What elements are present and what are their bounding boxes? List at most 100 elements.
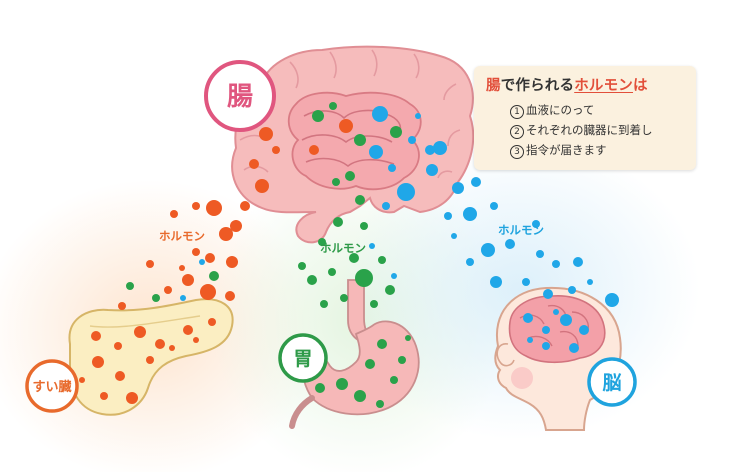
orange-hormone-dot [255, 179, 269, 193]
green-hormone-dot [354, 134, 366, 146]
orange-hormone-dot [219, 227, 233, 241]
orange-hormone-dot [193, 337, 199, 343]
green-hormone-dot [355, 195, 365, 205]
hormone-label-right: ホルモン [498, 223, 544, 237]
orange-hormone-dot [205, 253, 215, 263]
blue-hormone-dot [542, 342, 550, 350]
blue-hormone-dot [527, 337, 533, 343]
orange-hormone-dot [164, 286, 172, 294]
brain-label-text: 脳 [601, 372, 621, 394]
orange-hormone-dot [169, 345, 175, 351]
blue-hormone-dot [553, 309, 559, 315]
blue-hormone-dot [505, 239, 515, 249]
blue-hormone-dot [388, 164, 396, 172]
green-hormone-dot [370, 300, 378, 308]
green-hormone-dot [405, 335, 411, 341]
green-hormone-dot [365, 359, 375, 369]
blue-hormone-dot [490, 276, 502, 288]
ear [496, 343, 515, 367]
intestine-label-text: 腸 [227, 82, 253, 112]
blue-hormone-dot [543, 289, 553, 299]
blue-hormone-dot [397, 183, 415, 201]
blue-hormone-dot [560, 314, 572, 326]
pancreas-label-text: すい臓 [32, 379, 71, 395]
orange-hormone-dot [91, 331, 101, 341]
blue-hormone-dot [542, 326, 550, 334]
green-hormone-dot [328, 268, 336, 276]
green-hormone-dot [312, 110, 324, 122]
blue-hormone-dot [451, 233, 457, 239]
green-hormone-dot [360, 222, 368, 230]
blue-hormone-dot [433, 141, 447, 155]
note-title: 腸で作られるホルモンは [486, 74, 686, 95]
green-hormone-dot [318, 238, 326, 246]
hormone-label-left: ホルモン [159, 229, 205, 243]
green-hormone-dot [340, 294, 348, 302]
blue-hormone-dot [523, 313, 533, 323]
orange-hormone-dot [249, 159, 259, 169]
blue-hormone-dot [579, 325, 589, 335]
green-hormone-dot [390, 126, 402, 138]
green-hormone-dot [315, 383, 325, 393]
brain-label: 脳 [587, 357, 637, 407]
green-hormone-dot [376, 400, 384, 408]
stomach [301, 320, 420, 416]
blue-hormone-dot [568, 286, 576, 294]
green-hormone-dot [307, 275, 317, 285]
blue-hormone-dot [569, 343, 579, 353]
pancreas-label: すい臓 [25, 359, 79, 413]
orange-hormone-dot [126, 392, 138, 404]
green-hormone-dot [355, 269, 373, 287]
green-hormone-dot [320, 300, 328, 308]
blue-hormone-dot [466, 258, 474, 266]
orange-hormone-dot [100, 392, 108, 400]
orange-hormone-dot [183, 325, 193, 335]
orange-hormone-dot [240, 201, 250, 211]
orange-hormone-dot [259, 127, 273, 141]
blue-hormone-dot [605, 293, 619, 307]
orange-hormone-dot [118, 302, 126, 310]
orange-hormone-dot [226, 256, 238, 268]
hormone-label-middle: ホルモン [320, 241, 366, 255]
head-illustration [494, 286, 622, 431]
green-hormone-dot [377, 339, 387, 349]
blue-hormone-dot [587, 279, 593, 285]
orange-hormone-dot [134, 326, 146, 338]
blue-hormone-dot [425, 145, 435, 155]
blue-hormone-dot [573, 257, 583, 267]
green-hormone-dot [398, 356, 406, 364]
orange-hormone-dot [225, 291, 235, 301]
stomach-label: 胃 [278, 333, 328, 383]
blue-hormone-dot [391, 273, 397, 279]
orange-hormone-dot [146, 356, 154, 364]
orange-hormone-dot [206, 200, 222, 216]
circled-number: 2 [510, 125, 524, 139]
blue-hormone-dot [372, 106, 388, 122]
green-hormone-dot [298, 262, 306, 270]
blue-hormone-dot [536, 250, 544, 258]
orange-hormone-dot [272, 146, 280, 154]
blue-hormone-dot [408, 136, 416, 144]
blue-hormone-dot [522, 278, 530, 286]
orange-hormone-dot [200, 284, 216, 300]
green-hormone-dot [126, 282, 134, 290]
blue-hormone-dot [452, 182, 464, 194]
circled-number: 1 [510, 105, 524, 119]
note-title-part3: ホルモン [574, 78, 634, 94]
orange-hormone-dot [79, 377, 85, 383]
orange-hormone-dot [339, 119, 353, 133]
blue-hormone-dot [471, 177, 481, 187]
orange-hormone-dot [114, 342, 122, 350]
note-title-part1: 腸 [486, 78, 501, 94]
blue-hormone-dot [382, 202, 390, 210]
blue-hormone-dot [369, 243, 375, 249]
green-hormone-dot [390, 376, 398, 384]
green-hormone-dot [354, 390, 366, 402]
blue-hormone-dot [552, 260, 560, 268]
stomach-label-text: 胃 [293, 348, 312, 370]
note-item-text: 血液にのって [526, 103, 595, 117]
